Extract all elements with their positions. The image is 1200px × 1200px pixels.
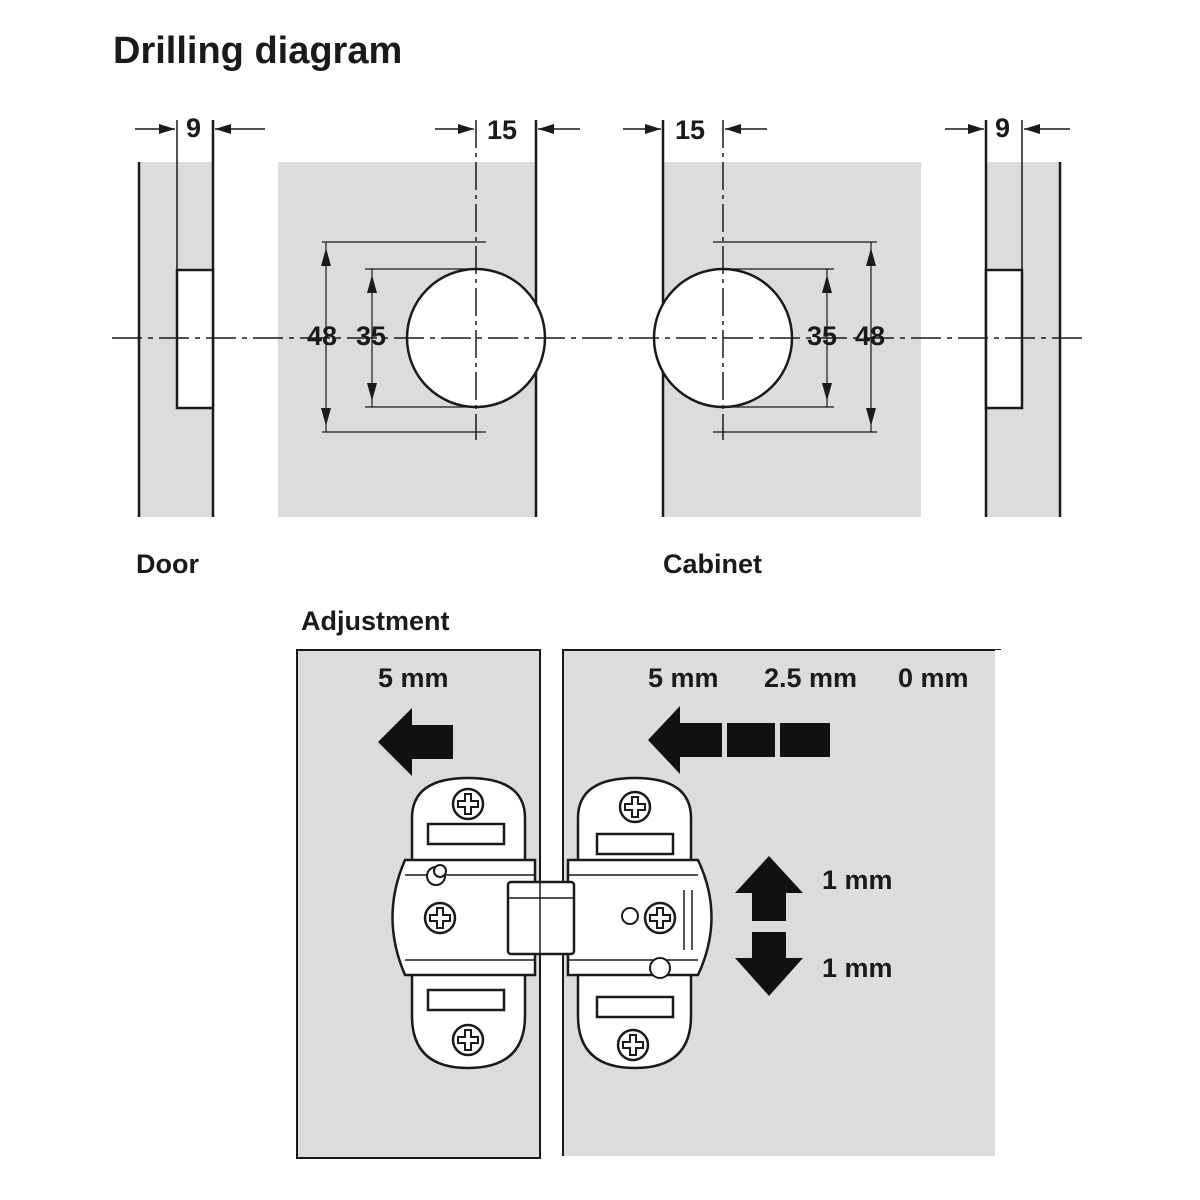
dim-cabinet-center: 15 [675, 115, 706, 145]
dim-cabinet-inner: 35 [807, 321, 838, 351]
dim-door-inner: 35 [356, 321, 387, 351]
door-face-panel [278, 120, 547, 517]
cabinet-face-panel [652, 120, 921, 517]
cabinet-depth-0: 0 mm [898, 663, 969, 693]
dim-cabinet-outer: 48 [855, 321, 886, 351]
door-depth-label: 5 mm [378, 663, 449, 693]
dim-door-outer: 48 [307, 321, 338, 351]
arrow-left-icon [648, 706, 722, 774]
hinge-cabinet-plate [566, 776, 713, 1070]
top-dimension-arrows [135, 124, 1070, 134]
depth-block-0 [780, 723, 830, 757]
dim-door-center: 15 [487, 115, 518, 145]
depth-block-2-5 [727, 723, 775, 757]
screw-icon [618, 790, 652, 824]
screw-icon [451, 1023, 485, 1057]
adjustment-label: Adjustment [301, 606, 450, 636]
cabinet-edge-view [984, 120, 1062, 517]
vertical-down-label: 1 mm [822, 953, 893, 983]
page-title: Drilling diagram [113, 30, 403, 72]
arrow-up-icon [735, 856, 803, 921]
cabinet-label: Cabinet [663, 549, 763, 579]
dim-door-edge: 9 [186, 113, 202, 143]
door-edge-view [137, 120, 215, 517]
hinge-knuckle [506, 880, 576, 956]
screw-icon [616, 1028, 650, 1062]
screw-icon [451, 787, 485, 821]
door-label: Door [136, 549, 199, 579]
arrow-left-icon [378, 708, 453, 776]
cabinet-depth-2-5: 2.5 mm [764, 663, 858, 693]
vertical-up-label: 1 mm [822, 865, 893, 895]
dim-cabinet-edge: 9 [995, 113, 1011, 143]
screw-icon [423, 901, 457, 935]
screw-icon [643, 901, 677, 935]
cabinet-depth-5: 5 mm [648, 663, 719, 693]
arrow-down-icon [735, 932, 803, 996]
